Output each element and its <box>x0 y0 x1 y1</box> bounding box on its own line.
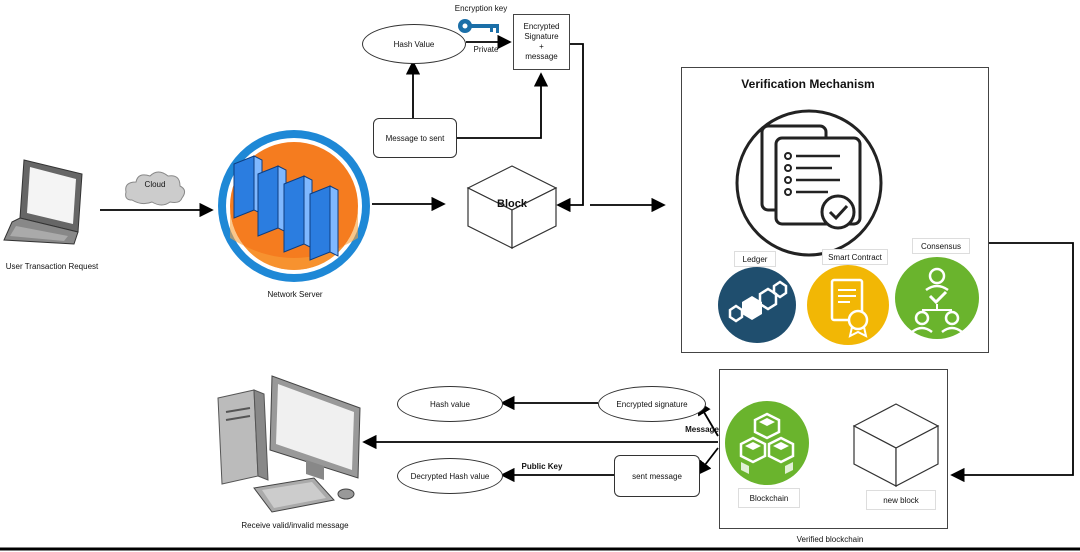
arrow-blockchain-to-sentmsg <box>696 447 719 476</box>
cloud-label: Cloud <box>144 180 166 189</box>
new-block-cube-icon <box>850 400 942 488</box>
signature-line-4: message <box>525 52 558 61</box>
verification-title: Verification Mechanism <box>741 77 875 91</box>
decrypted-hash-text: Decrypted Hash value <box>410 471 490 481</box>
arrow-message-to-signature <box>455 72 549 139</box>
smart-contract-label-box: Smart Contract <box>822 249 888 265</box>
key-icon <box>456 18 502 34</box>
blockchain-icon <box>724 400 810 486</box>
message-to-sent-node: Message to sent <box>373 118 457 158</box>
ledger-label-box: Ledger <box>734 251 776 267</box>
laptop-icon <box>2 152 102 252</box>
ledger-label: Ledger <box>742 254 768 264</box>
encryption-key-label: Encryption key <box>454 4 508 13</box>
arrow-verification-to-blockchain <box>950 242 1074 483</box>
receive-message-label: Receive valid/invalid message <box>241 521 349 530</box>
network-server-label: Network Server <box>267 290 323 299</box>
hash-value-text: Hash Value <box>393 39 435 49</box>
encrypted-signature-text: Encrypted signature <box>616 399 688 409</box>
blockchain-label: Blockchain <box>749 493 789 503</box>
new-block-label-box: new block <box>866 490 936 510</box>
block-cube-icon: Block <box>466 160 558 250</box>
message-to-sent-text: Message to sent <box>385 133 445 143</box>
sent-message-node: sent message <box>614 455 700 497</box>
checklist-icon <box>732 108 886 258</box>
signature-line-1: Encrypted <box>523 22 560 31</box>
signature-line-3: + <box>539 42 544 51</box>
consensus-icon <box>894 256 980 340</box>
sent-message-text: sent message <box>632 471 682 481</box>
encrypted-signature-node: Encrypted signature <box>598 386 706 422</box>
receiver-hash-value-text: Hash value <box>429 399 471 409</box>
public-key-label: Public Key <box>521 462 563 471</box>
private-label: Private <box>473 45 499 54</box>
signature-line-2: Signature <box>524 32 559 41</box>
blockchain-label-box: Blockchain <box>738 488 800 508</box>
smart-contract-icon <box>806 264 890 346</box>
receiver-hash-value-node: Hash value <box>397 386 503 422</box>
cloud-icon: Cloud <box>122 168 188 208</box>
smart-contract-label: Smart Contract <box>828 252 882 262</box>
verified-blockchain-title: Verified blockchain <box>796 535 864 544</box>
verification-mechanism-panel: Verification Mechanism Ledger <box>681 67 989 353</box>
consensus-label-box: Consensus <box>912 238 970 254</box>
encrypted-signature-message-box: Encrypted Signature + message <box>513 14 570 70</box>
decrypted-hash-node: Decrypted Hash value <box>397 458 503 494</box>
arrow-signature-to-block <box>556 43 584 213</box>
network-server-icon <box>216 128 372 284</box>
verified-blockchain-panel: Blockchain new block <box>719 369 948 529</box>
desktop-computer-icon <box>214 368 364 516</box>
consensus-label: Consensus <box>920 241 962 251</box>
new-block-label: new block <box>883 495 919 505</box>
block-label: Block <box>497 198 527 210</box>
user-transaction-label: User Transaction Request <box>5 262 99 271</box>
hash-value-node: Hash Value <box>362 24 466 64</box>
ledger-icon <box>716 266 798 344</box>
message-label: Message <box>685 425 719 434</box>
